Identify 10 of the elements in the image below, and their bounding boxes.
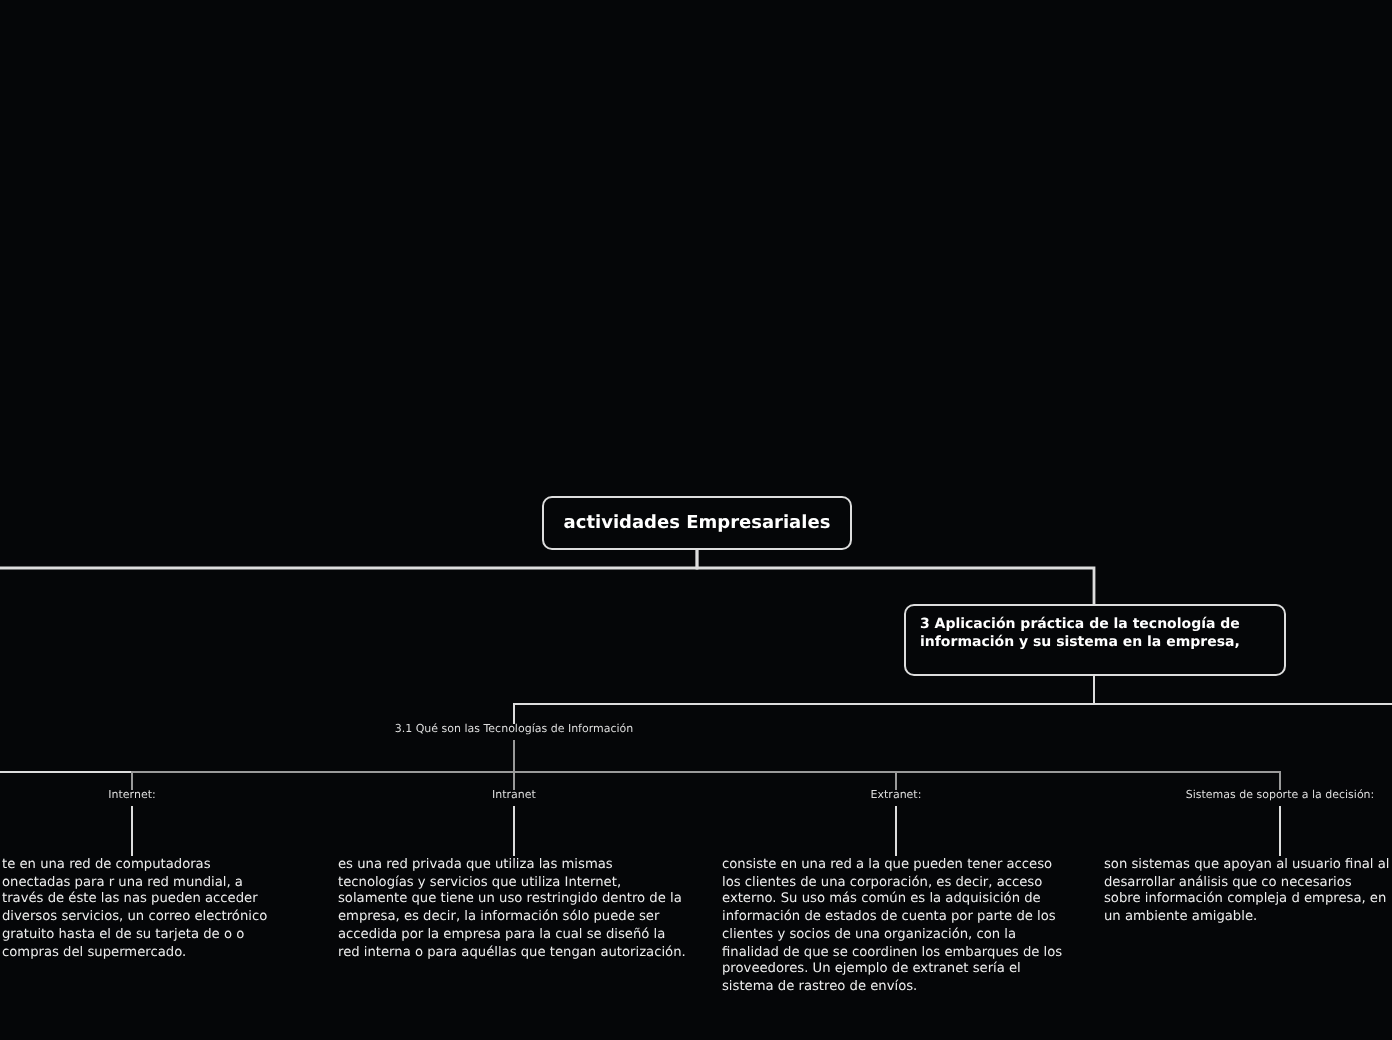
- connector-line: [1279, 805, 1281, 857]
- connector-line: [513, 805, 515, 857]
- topic-box: [904, 604, 1286, 676]
- box-label: actividades Empresariales: [563, 513, 831, 533]
- connector-line: [513, 675, 1095, 725]
- connector-line: [695, 550, 1096, 604]
- connector-line: [513, 739, 1281, 791]
- central-topic-box: [542, 496, 852, 550]
- connector-line: [131, 805, 133, 857]
- connector-line: [895, 805, 897, 857]
